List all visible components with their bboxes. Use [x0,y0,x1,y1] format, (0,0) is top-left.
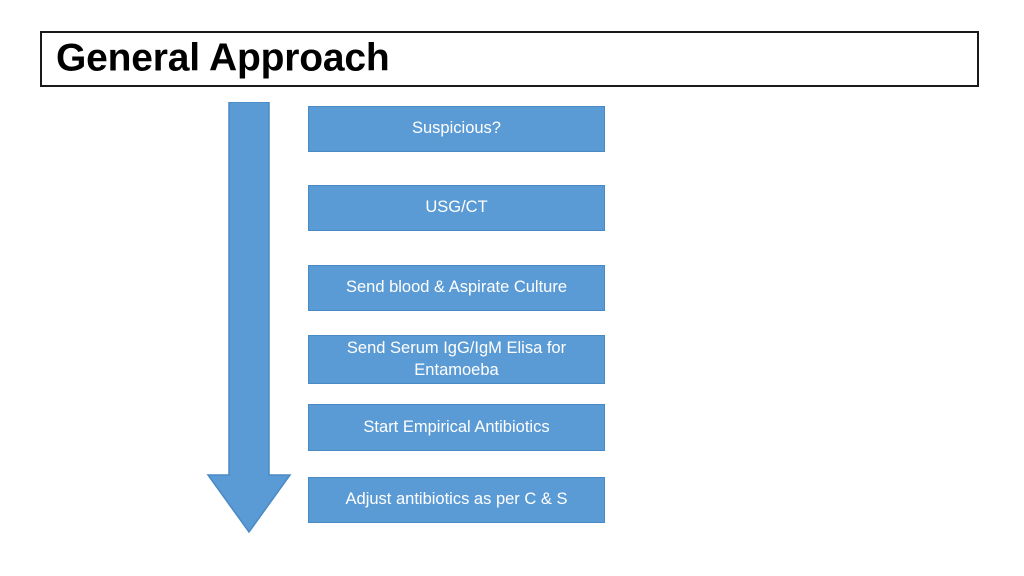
flow-step-4[interactable]: Send Serum IgG/IgM Elisa for Entamoeba [308,335,605,384]
flow-step-5-label: Start Empirical Antibiotics [363,417,550,436]
flow-step-2[interactable]: USG/CT [308,185,605,231]
flow-step-1-label: Suspicious? [412,119,501,138]
flow-step-5[interactable]: Start Empirical Antibiotics [308,404,605,451]
flow-step-1[interactable]: Suspicious? [308,106,605,152]
downward-flow-arrow [206,102,294,534]
slide-title-box: General Approach [40,31,979,87]
flow-step-3-label: Send blood & Aspirate Culture [345,278,568,297]
arrow-shape [206,102,292,534]
flow-step-3[interactable]: Send blood & Aspirate Culture [308,265,605,311]
flow-step-4-label: Send Serum IgG/IgM Elisa for Entamoeba [346,338,567,379]
flow-step-6-label: Adjust antibiotics as per C & S [345,490,568,509]
flow-step-6[interactable]: Adjust antibiotics as per C & S [308,477,605,523]
page-title: General Approach [56,36,390,80]
flow-step-2-label: USG/CT [425,198,488,217]
